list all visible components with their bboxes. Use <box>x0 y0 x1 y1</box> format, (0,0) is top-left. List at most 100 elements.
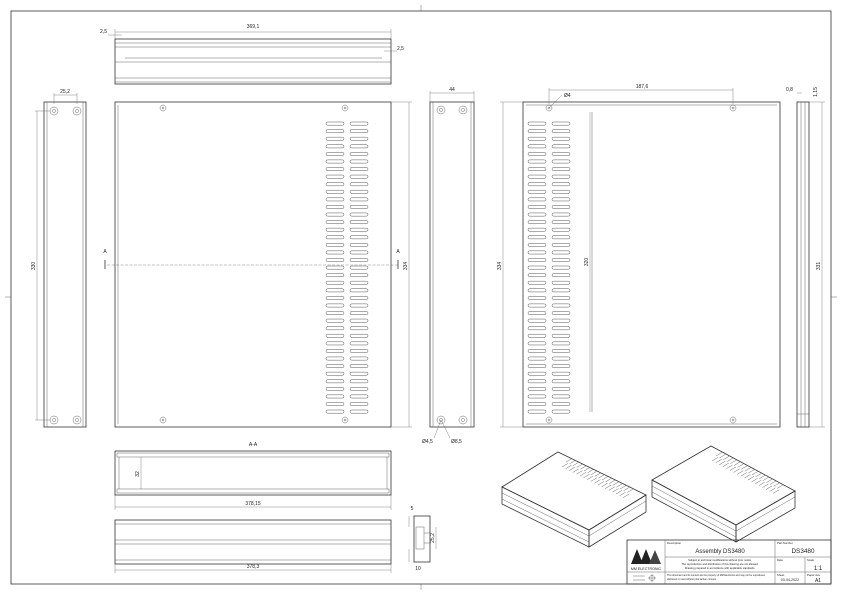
vent-slot <box>527 159 547 164</box>
vent-slot <box>325 121 345 126</box>
vent-slot <box>527 136 547 141</box>
section-marker-right: A <box>396 249 400 255</box>
iso-slot <box>769 480 777 485</box>
isometric-view-left <box>501 451 647 548</box>
vent-slot <box>551 174 571 179</box>
vent-slot <box>527 402 547 406</box>
dim-right-inner-height: 320 <box>584 258 590 267</box>
dim-section-height: 32 <box>135 471 141 477</box>
vent-slot <box>527 243 547 247</box>
dim-right-hole: Ø4 <box>564 93 571 99</box>
vent-slot <box>349 265 369 270</box>
vent-slot <box>551 235 571 240</box>
dim-front-height: 334 <box>403 262 409 271</box>
dim-section-width: 378,15 <box>245 501 261 507</box>
vent-slot <box>527 394 547 399</box>
iso-slot <box>719 461 726 465</box>
isometric-view-right <box>651 445 796 543</box>
iso-slot <box>591 470 598 475</box>
isometric-vent-slots-left <box>561 458 634 498</box>
dim-profile-top: 5 <box>411 506 414 512</box>
dim-top-left-gap: 2,5 <box>100 29 107 35</box>
section-marker-left: A <box>103 249 107 255</box>
bottom-view: 378,3 <box>114 519 392 573</box>
dim-left-height: 330 <box>31 262 37 271</box>
vent-slot <box>325 311 345 315</box>
iso-slot <box>758 481 765 486</box>
vent-slot <box>349 205 369 209</box>
vent-slot <box>349 258 369 262</box>
vent-slot <box>551 197 571 202</box>
iso-slot <box>711 457 719 462</box>
iso-slot <box>612 488 619 493</box>
profile-detail: 5 25,2 10 <box>408 506 437 572</box>
vent-slot <box>325 409 345 414</box>
vent-slot <box>551 227 571 232</box>
vent-slot <box>349 318 369 323</box>
iso-slot <box>773 482 780 487</box>
iso-slot <box>755 480 762 484</box>
vent-slot <box>349 303 369 308</box>
left-end-view: 25,2 330 <box>31 89 87 428</box>
vent-slot <box>527 371 547 376</box>
vent-slot <box>527 349 547 353</box>
vent-slot <box>527 303 547 308</box>
vent-slot <box>551 318 571 323</box>
iso-slot <box>601 476 609 481</box>
vent-slot <box>349 152 369 156</box>
vent-slot <box>527 273 547 278</box>
iso-slot <box>623 487 630 491</box>
dim-hole-b: Ø8,5 <box>451 439 462 445</box>
iso-slot <box>759 475 766 479</box>
vent-slot <box>325 174 345 179</box>
vent-slot <box>349 296 369 300</box>
vent-slot <box>325 136 345 141</box>
iso-slot <box>598 474 605 479</box>
date-value: 03-04-2022 <box>781 578 799 582</box>
vent-slot <box>325 243 345 247</box>
vent-slot <box>349 227 369 232</box>
vent-slot <box>527 212 547 217</box>
vent-slot <box>349 273 369 278</box>
vent-slot <box>527 288 547 293</box>
company-logo: MM ELECTRONIC <box>631 549 662 582</box>
vent-slot <box>325 152 345 156</box>
sheet-size-label: Paper size <box>807 573 821 577</box>
vent-slot <box>325 144 345 149</box>
dim-left-width: 25,2 <box>60 89 70 95</box>
vent-slot <box>325 349 345 353</box>
vent-slot <box>527 189 547 194</box>
company-name: MM ELECTRONIC <box>631 567 662 571</box>
vent-slot <box>349 387 369 391</box>
isometric-vent-slots-right <box>711 452 784 494</box>
vent-slot <box>325 182 345 187</box>
vent-slot <box>349 333 369 338</box>
vent-slot <box>527 205 547 209</box>
vent-slot <box>551 265 571 270</box>
vent-slot <box>349 220 369 224</box>
iso-slot <box>612 481 619 486</box>
vent-slot <box>349 235 369 240</box>
iso-slot <box>594 479 601 484</box>
iso-slot <box>751 478 758 483</box>
iso-slot <box>587 475 594 480</box>
iso-slot <box>740 472 747 477</box>
vent-slot <box>527 318 547 323</box>
dim-profile-mid: 25,2 <box>430 533 436 543</box>
iso-slot <box>569 466 576 471</box>
vent-slot <box>551 333 571 338</box>
vent-slot <box>551 364 571 368</box>
vent-slot <box>551 189 571 194</box>
iso-slot <box>762 483 769 488</box>
iso-slot <box>565 465 572 469</box>
vent-slot <box>527 144 547 149</box>
iso-slot <box>623 493 630 498</box>
vent-slot <box>551 288 571 293</box>
iso-slot <box>608 486 615 491</box>
iso-slot <box>601 483 608 487</box>
vent-slot <box>349 159 369 164</box>
vent-slot <box>551 205 571 209</box>
vent-slot <box>527 129 547 134</box>
vent-slot <box>349 197 369 202</box>
